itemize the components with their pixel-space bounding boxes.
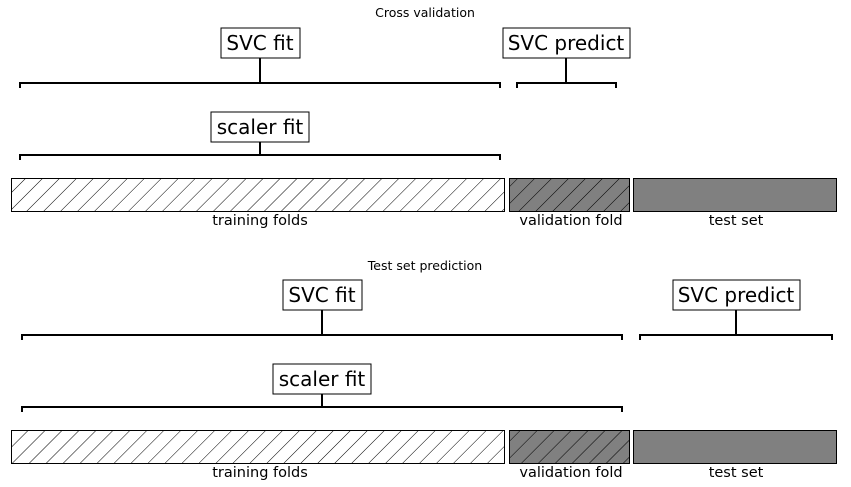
validation-fold-bar: [509, 430, 630, 464]
test-set-label: test set: [709, 213, 764, 229]
svc-fit-bracket: SVC fit: [21, 279, 623, 340]
training-folds-bar: [11, 178, 505, 212]
svc-predict-label: SVC predict: [678, 283, 795, 307]
scaler-fit-label: scaler fit: [217, 115, 304, 139]
scaler-fit-bracket: scaler fit: [21, 363, 623, 412]
svc-predict-bracket: SVC predict: [502, 27, 631, 88]
svc-fit-label-box: [282, 279, 363, 311]
svc-fit-label: SVC fit: [288, 283, 355, 307]
training-folds-bar: [11, 430, 505, 464]
validation-fold-label: validation fold: [519, 213, 622, 229]
scaler-fit-bracket: scaler fit: [19, 111, 501, 160]
svc-predict-label: SVC predict: [508, 31, 625, 55]
training-folds-label: training folds: [212, 213, 308, 229]
scaler-fit-label: scaler fit: [279, 367, 366, 391]
test-set-bar: [633, 430, 837, 464]
scaler-fit-label-box: [210, 111, 310, 143]
svc-fit-bracket: SVC fit: [19, 27, 501, 88]
panel-title-test-set-prediction: Test set prediction: [367, 258, 482, 273]
svc-fit-label: SVC fit: [226, 31, 293, 55]
scaler-fit-label-box: [272, 363, 372, 395]
validation-fold-label: validation fold: [519, 465, 622, 481]
svc-predict-bracket: SVC predict: [639, 279, 833, 340]
svc-fit-label-box: [220, 27, 301, 59]
cross-validation-panel: Cross validation SVC fit SVC predict sca…: [11, 5, 837, 229]
svc-predict-label-box: [672, 279, 801, 311]
test-set-bar: [633, 178, 837, 212]
test-set-prediction-panel: Test set prediction SVC fit SVC predict …: [11, 258, 837, 481]
panel-title-cross-validation: Cross validation: [375, 5, 475, 20]
validation-fold-bar: [509, 178, 630, 212]
training-folds-label: training folds: [212, 465, 308, 481]
svc-predict-label-box: [502, 27, 631, 59]
test-set-label: test set: [709, 465, 764, 481]
